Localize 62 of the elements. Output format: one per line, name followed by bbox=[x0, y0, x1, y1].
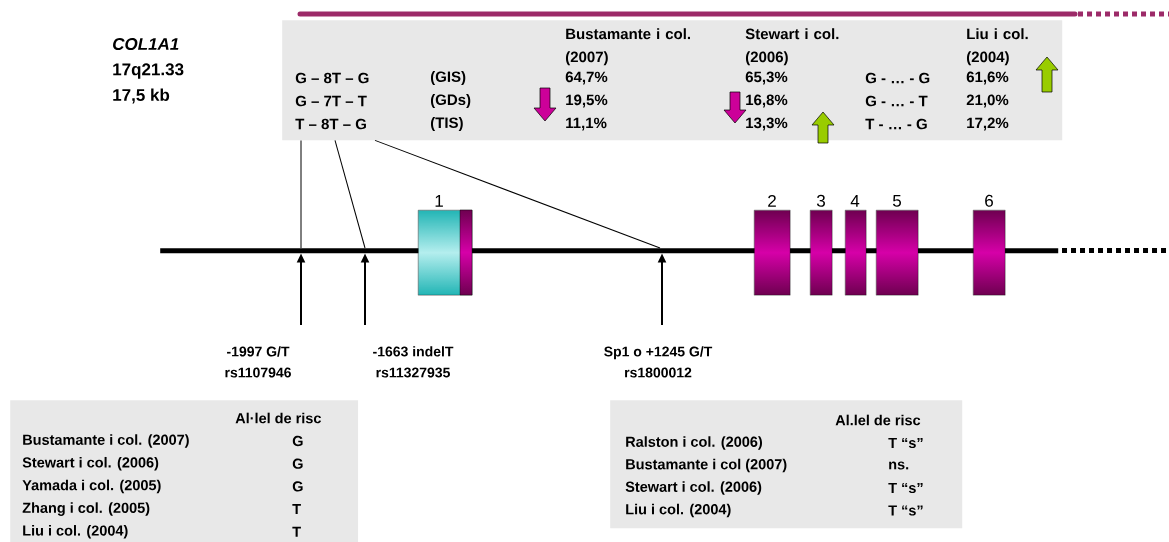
table-text: ns. bbox=[889, 461, 909, 470]
gene-info-text: 17q21.33 bbox=[113, 63, 184, 79]
column-heading: Bustamante i col. (2007) bbox=[565, 28, 691, 66]
table-text: T – 8T – G bbox=[295, 118, 366, 130]
table-text: Yamada i col. (2005) bbox=[22, 479, 161, 494]
connector-line bbox=[374, 139, 661, 249]
table-text: T “s” bbox=[888, 482, 923, 494]
exon-box: 2 bbox=[754, 194, 791, 296]
table-text: G bbox=[292, 435, 303, 447]
table-text: 64,7% bbox=[565, 71, 608, 85]
table-text: Bustamante i col (2007) bbox=[626, 458, 787, 473]
table-text: T - … - G bbox=[865, 118, 927, 130]
exon-box: 6 bbox=[973, 194, 1006, 296]
exon-box: 4 bbox=[845, 195, 867, 296]
table-text: 19,5% bbox=[566, 94, 608, 108]
table-text: T “s” bbox=[888, 437, 923, 449]
snp-label: Sp1 o +1245 G/T rs1800012 bbox=[604, 346, 713, 378]
node-label: 2 bbox=[768, 194, 776, 207]
gene-info-text: 17,5 kb bbox=[113, 88, 170, 104]
snp-label: -1663 indelT rs11327935 bbox=[373, 346, 454, 378]
node-label: 4 bbox=[850, 195, 860, 207]
table-text: T bbox=[292, 526, 301, 537]
table-text: Liu i col. (2004) bbox=[626, 503, 731, 518]
table-text: Stewart i col. (2006) bbox=[625, 481, 762, 495]
table-text: (GDs) bbox=[430, 94, 471, 108]
column-heading: Liu i col. (2004) bbox=[966, 28, 1028, 66]
table-text: 17,2% bbox=[967, 117, 1009, 131]
table-text: Ralston i col. (2006) bbox=[626, 436, 762, 450]
connector-line bbox=[334, 139, 366, 249]
table-text: Stewart i col. (2006) bbox=[22, 456, 159, 471]
table-text: G bbox=[292, 458, 303, 469]
table-text: G – 7T – T bbox=[295, 95, 367, 107]
snp-label: -1997 G/T rs1107946 bbox=[225, 346, 291, 378]
table-text: 11,1% bbox=[566, 117, 607, 131]
table-text: G bbox=[292, 481, 303, 492]
node-label: 1 bbox=[435, 195, 443, 207]
table-text: G – 8T – G bbox=[295, 72, 369, 84]
table-text: (TIS) bbox=[430, 117, 463, 131]
table-text: (GIS) bbox=[430, 71, 466, 85]
table-text: Zhang i col. (2005) bbox=[22, 502, 150, 516]
gene-info-text: COL1A1 bbox=[113, 38, 179, 51]
table-text: T bbox=[292, 504, 301, 515]
table-text: G - … - G bbox=[865, 72, 930, 84]
connector-line bbox=[300, 139, 302, 249]
node-label: 6 bbox=[985, 194, 993, 207]
node-label: 5 bbox=[892, 194, 902, 207]
column-heading: Stewart i col. (2006) bbox=[745, 28, 839, 66]
table-text: 13,3% bbox=[746, 117, 788, 131]
table-text: 61,6% bbox=[966, 71, 1009, 85]
table-text: 21,0% bbox=[966, 94, 1009, 108]
exon-box: 5 bbox=[876, 194, 919, 296]
exon-box: 3 bbox=[810, 194, 833, 296]
table-text: G - … - T bbox=[865, 95, 928, 107]
table-text: 65,3% bbox=[745, 71, 788, 85]
table-text: T “s” bbox=[888, 505, 923, 516]
table-text: 16,8% bbox=[746, 94, 788, 108]
table-text: Liu i col. (2004) bbox=[23, 525, 128, 539]
node-label: 3 bbox=[816, 194, 825, 207]
column-heading: Al.lel de risc bbox=[835, 414, 921, 426]
table-text: Bustamante i col. (2007) bbox=[23, 434, 189, 448]
exon-box: 1 bbox=[418, 195, 473, 296]
column-heading: Al·lel de risc bbox=[235, 412, 321, 424]
